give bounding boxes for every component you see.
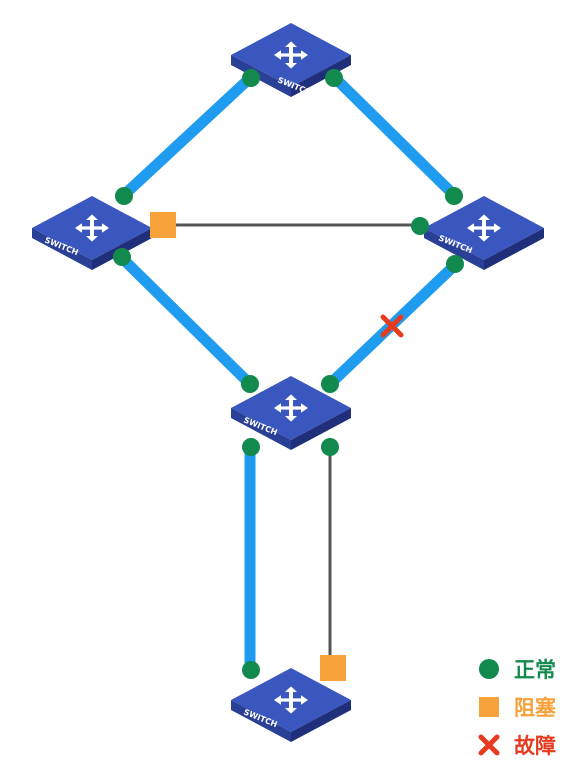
switch-top: SWITCH [231, 23, 351, 97]
fault-cross-icon [478, 734, 500, 756]
port-normal [242, 69, 260, 87]
legend: 正常 阻塞 故障 [478, 650, 556, 764]
legend-label-blocked: 阻塞 [514, 696, 556, 720]
link-top-right [329, 72, 461, 202]
port-blocked [320, 655, 346, 681]
links-layer [116, 72, 461, 676]
port-normal [113, 248, 131, 266]
port-normal [241, 375, 259, 393]
fault-cross-icon [380, 314, 404, 338]
port-normal [446, 255, 464, 273]
legend-item-normal: 正常 [478, 650, 556, 688]
port-normal [321, 375, 339, 393]
switches-layer: SWITCH SWITCH SWITCH SWITCH [32, 23, 544, 742]
ports-layer [113, 69, 464, 681]
port-normal [445, 187, 463, 205]
link-left-middle [116, 252, 256, 390]
blocked-square-icon [479, 697, 499, 717]
legend-label-fault: 故障 [514, 734, 556, 758]
switch-bottom: SWITCH [231, 668, 351, 742]
port-blocked [150, 212, 176, 238]
port-normal [321, 438, 339, 456]
normal-dot-icon [479, 659, 499, 679]
port-normal [325, 69, 343, 87]
port-normal [115, 187, 133, 205]
switch-right: SWITCH [424, 196, 544, 270]
legend-item-fault: 故障 [478, 726, 556, 764]
port-normal [242, 661, 260, 679]
link-top-left [118, 72, 256, 201]
port-normal [242, 438, 260, 456]
legend-label-normal: 正常 [514, 658, 556, 682]
port-normal [411, 217, 429, 235]
switch-middle: SWITCH [231, 376, 351, 450]
switch-left: SWITCH [32, 196, 152, 270]
legend-item-blocked: 阻塞 [478, 688, 556, 726]
